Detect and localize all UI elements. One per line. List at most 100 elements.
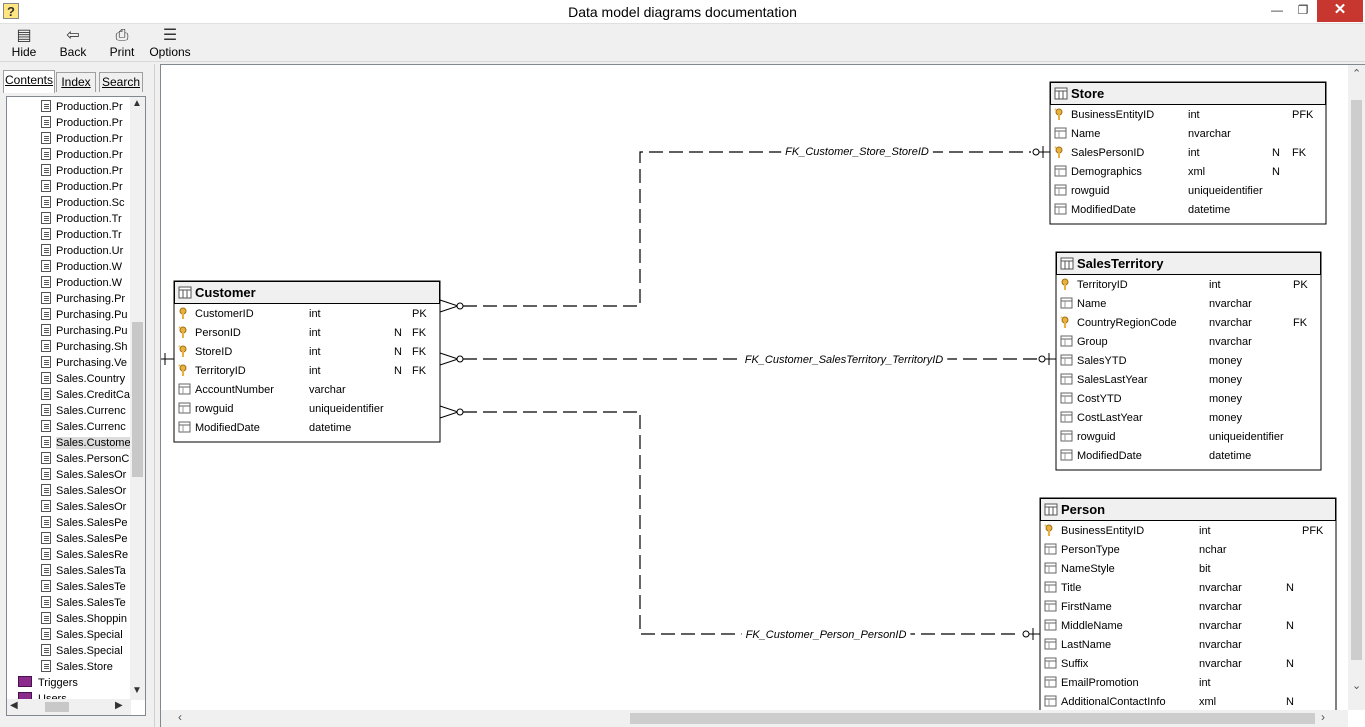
tree-item[interactable]: Sales.SalesPe	[41, 531, 128, 547]
tree-item[interactable]: Sales.Special	[41, 627, 123, 643]
page-icon	[41, 148, 51, 160]
optional-circle-icon	[456, 302, 464, 310]
page-icon	[41, 500, 51, 512]
tree-item[interactable]: Sales.SalesOr	[41, 499, 126, 515]
tree-item[interactable]: Sales.Currenc	[41, 403, 126, 419]
tree-item[interactable]: Production.Ur	[41, 243, 123, 259]
tree-item[interactable]: Purchasing.Pu	[41, 307, 128, 323]
tree-item[interactable]: Production.Tr	[41, 227, 122, 243]
tree-item[interactable]: Sales.SalesPe	[41, 515, 128, 531]
tab-contents[interactable]: Contents	[3, 70, 55, 93]
column-name: CostYTD	[1077, 393, 1122, 405]
book-icon	[18, 676, 32, 687]
tree-item[interactable]: Production.Pr	[41, 163, 123, 179]
tree-item[interactable]: Sales.SalesOr	[41, 483, 126, 499]
tree-item[interactable]: Sales.Shoppin	[41, 611, 127, 627]
tree-item[interactable]: Production.W	[41, 275, 122, 291]
column-key: FK	[412, 327, 427, 339]
tree-item[interactable]: Sales.SalesTe	[41, 595, 126, 611]
column-name: PersonType	[1061, 544, 1120, 556]
scroll-left-icon[interactable]: ‹	[178, 710, 182, 724]
tree-item[interactable]: Purchasing.Ve	[41, 355, 127, 371]
tab-search[interactable]: Search	[99, 72, 143, 92]
tree-folder[interactable]: Triggers	[18, 675, 78, 691]
pane-splitter[interactable]	[154, 64, 160, 727]
column-key: FK	[1293, 317, 1308, 329]
tree-item[interactable]: Sales.Special	[41, 643, 123, 659]
tree-item[interactable]: Production.Tr	[41, 211, 122, 227]
tree-item[interactable]: Production.Pr	[41, 131, 123, 147]
close-button[interactable]: ✕	[1317, 0, 1363, 22]
tree-item[interactable]: Sales.PersonC	[41, 451, 129, 467]
scroll-thumb[interactable]	[1351, 100, 1362, 660]
column-name: rowguid	[195, 403, 234, 415]
column-type: int	[1188, 109, 1200, 121]
page-icon	[41, 212, 51, 224]
page-icon	[41, 484, 51, 496]
maximize-button[interactable]: ❐	[1297, 3, 1309, 17]
tree-item[interactable]: Production.Pr	[41, 147, 123, 163]
table-store[interactable]	[1049, 81, 1327, 225]
table-title: SalesTerritory	[1077, 256, 1164, 271]
tree-item[interactable]: Production.Pr	[41, 179, 123, 195]
tree-item[interactable]: Sales.Country	[41, 371, 125, 387]
column-name: MiddleName	[1061, 620, 1123, 632]
tree-item[interactable]: Sales.CreditCa	[41, 387, 130, 403]
scroll-down-icon[interactable]: ▼	[132, 685, 142, 696]
scroll-left-icon[interactable]: ◀	[10, 700, 18, 711]
relationship-label: FK_Customer_Person_PersonID	[746, 629, 907, 641]
tree-vertical-scrollbar[interactable]: ▲ ▼	[130, 97, 145, 700]
hide-button[interactable]: ▤ Hide	[2, 26, 46, 60]
tree-horizontal-scrollbar[interactable]: ◀ ▶	[7, 699, 131, 715]
relationship-line[interactable]	[463, 411, 1021, 635]
tree-item-label: Production.Ur	[56, 245, 124, 257]
tree-item[interactable]: Purchasing.Pu	[41, 323, 128, 339]
tree-item[interactable]: Sales.SalesOr	[41, 467, 126, 483]
scroll-thumb[interactable]	[132, 322, 143, 477]
scroll-right-icon[interactable]: ▶	[115, 700, 123, 711]
tree-item[interactable]: Sales.SalesTa	[41, 563, 126, 579]
tree-item[interactable]: Production.Pr	[41, 99, 123, 115]
table-person[interactable]	[1039, 497, 1337, 717]
tree-item[interactable]: Production.Pr	[41, 115, 123, 131]
column-icon	[1060, 411, 1073, 423]
scroll-right-icon[interactable]: ›	[1321, 710, 1325, 724]
column-icon	[1060, 430, 1073, 442]
scroll-thumb[interactable]	[630, 713, 1315, 724]
column-name: Suffix	[1061, 658, 1089, 670]
minimize-button[interactable]: —	[1271, 3, 1283, 17]
toolbar: ▤ Hide ⇦ Back ⎙ Print ☰ Options	[0, 24, 1365, 62]
tree-item[interactable]: Sales.Currenc	[41, 419, 126, 435]
column-icon	[1044, 619, 1057, 631]
page-icon	[41, 628, 51, 640]
column-type: int	[309, 346, 321, 358]
tree-item[interactable]: Sales.Custome	[41, 435, 131, 451]
column-icon	[1044, 581, 1057, 593]
tree-item[interactable]: Purchasing.Pr	[41, 291, 125, 307]
tree-item[interactable]: Sales.Store	[41, 659, 113, 675]
tree-item[interactable]: Sales.SalesTe	[41, 579, 126, 595]
scroll-down-icon[interactable]: ⌄	[1352, 680, 1362, 692]
relationship-line[interactable]	[463, 151, 1031, 307]
label-background	[740, 352, 948, 366]
scroll-up-icon[interactable]: ⌃	[1352, 68, 1362, 80]
diagram-horizontal-scrollbar[interactable]: ‹ ›	[161, 710, 1348, 727]
scroll-up-icon[interactable]: ▲	[132, 98, 142, 109]
back-button[interactable]: ⇦ Back	[51, 26, 95, 60]
table-salesterritory[interactable]	[1055, 251, 1322, 471]
options-button[interactable]: ☰ Options	[148, 26, 192, 60]
column-nullable: N	[394, 346, 402, 358]
print-button[interactable]: ⎙ Print	[100, 26, 144, 60]
tab-index[interactable]: Index	[56, 72, 96, 92]
tree-item[interactable]: Production.W	[41, 259, 122, 275]
diagram-vertical-scrollbar[interactable]: ⌃ ⌄	[1348, 65, 1365, 710]
scroll-thumb[interactable]	[45, 702, 69, 712]
table-customer[interactable]	[173, 280, 441, 443]
tree-item[interactable]: Sales.SalesRe	[41, 547, 128, 563]
column-name: EmailPromotion	[1061, 677, 1139, 689]
table-header	[1040, 498, 1336, 521]
tree-item[interactable]: Purchasing.Sh	[41, 339, 128, 355]
tree-item[interactable]: Production.Sc	[41, 195, 124, 211]
